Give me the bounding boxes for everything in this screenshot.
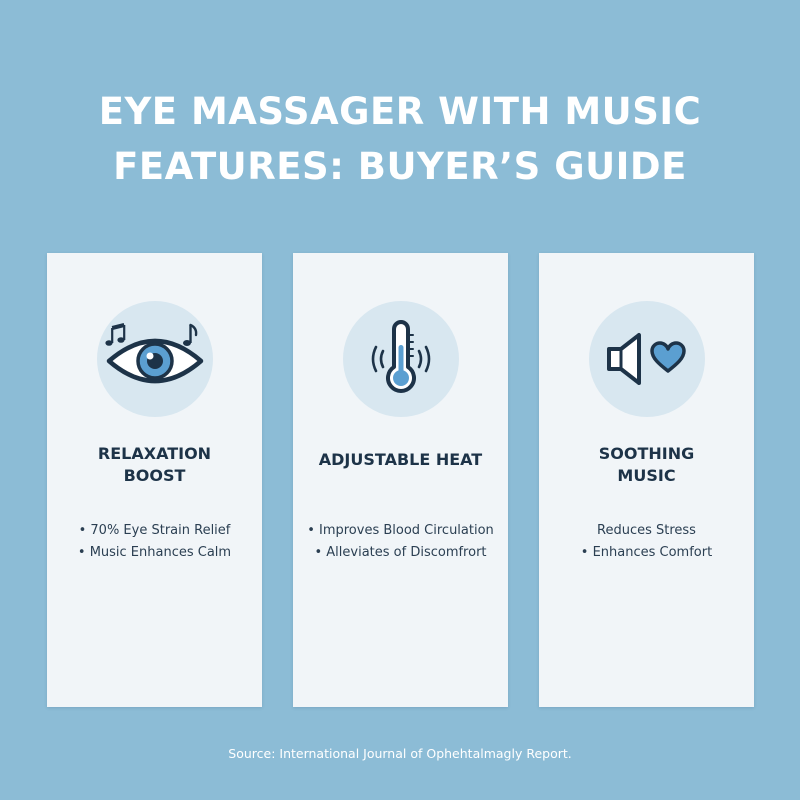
page-title: EYE MASSAGER WITH MUSIC FEATURES: BUYER’… — [0, 84, 800, 194]
eye-with-music-notes-icon — [96, 301, 213, 417]
thermometer-icon-graphic — [371, 320, 430, 393]
eye-icon-graphic — [104, 323, 203, 384]
list-item: • Improves Blood Circulation — [307, 523, 494, 538]
card-bullet-list: Reduces Stress • Enhances Comfort — [539, 520, 754, 564]
card-title-line-1: SOOTHING — [598, 444, 695, 463]
card-title-line-1: RELAXATION — [97, 444, 212, 463]
list-item: Reduces Stress — [597, 523, 696, 538]
feature-card-soothing-music: SOOTHING MUSIC Reduces Stress • Enhances… — [539, 253, 754, 707]
card-title: SOOTHING MUSIC — [539, 443, 754, 487]
speaker-heart-icon — [588, 301, 705, 417]
list-item: • Enhances Comfort — [580, 545, 713, 560]
list-item: • 70% Eye Strain Relief — [78, 523, 231, 538]
card-title-line-1: ADJUSTABLE HEAT — [318, 450, 483, 469]
list-item: • Alleviates of Discomfrort — [314, 545, 487, 560]
thermometer-heat-icon — [342, 301, 459, 417]
card-title-line-2: MUSIC — [617, 466, 676, 485]
card-bullet-list: • Improves Blood Circulation • Alleviate… — [293, 520, 508, 564]
source-note: Source: International Journal of Ophehta… — [228, 746, 572, 761]
card-title-line-2: BOOST — [123, 466, 186, 485]
card-bullet-list: • 70% Eye Strain Relief • Music Enhances… — [47, 520, 262, 564]
speaker-icon-graphic — [606, 333, 686, 385]
card-title: ADJUSTABLE HEAT — [293, 449, 508, 471]
page-title-line-2: FEATURES: BUYER’S GUIDE — [113, 145, 687, 188]
feature-card-relaxation-boost: RELAXATION BOOST • 70% Eye Strain Relief… — [47, 253, 262, 707]
feature-card-adjustable-heat: ADJUSTABLE HEAT • Improves Blood Circula… — [293, 253, 508, 707]
page-title-line-1: EYE MASSAGER WITH MUSIC — [98, 90, 702, 133]
card-title: RELAXATION BOOST — [47, 443, 262, 487]
list-item: • Music Enhances Calm — [77, 545, 232, 560]
